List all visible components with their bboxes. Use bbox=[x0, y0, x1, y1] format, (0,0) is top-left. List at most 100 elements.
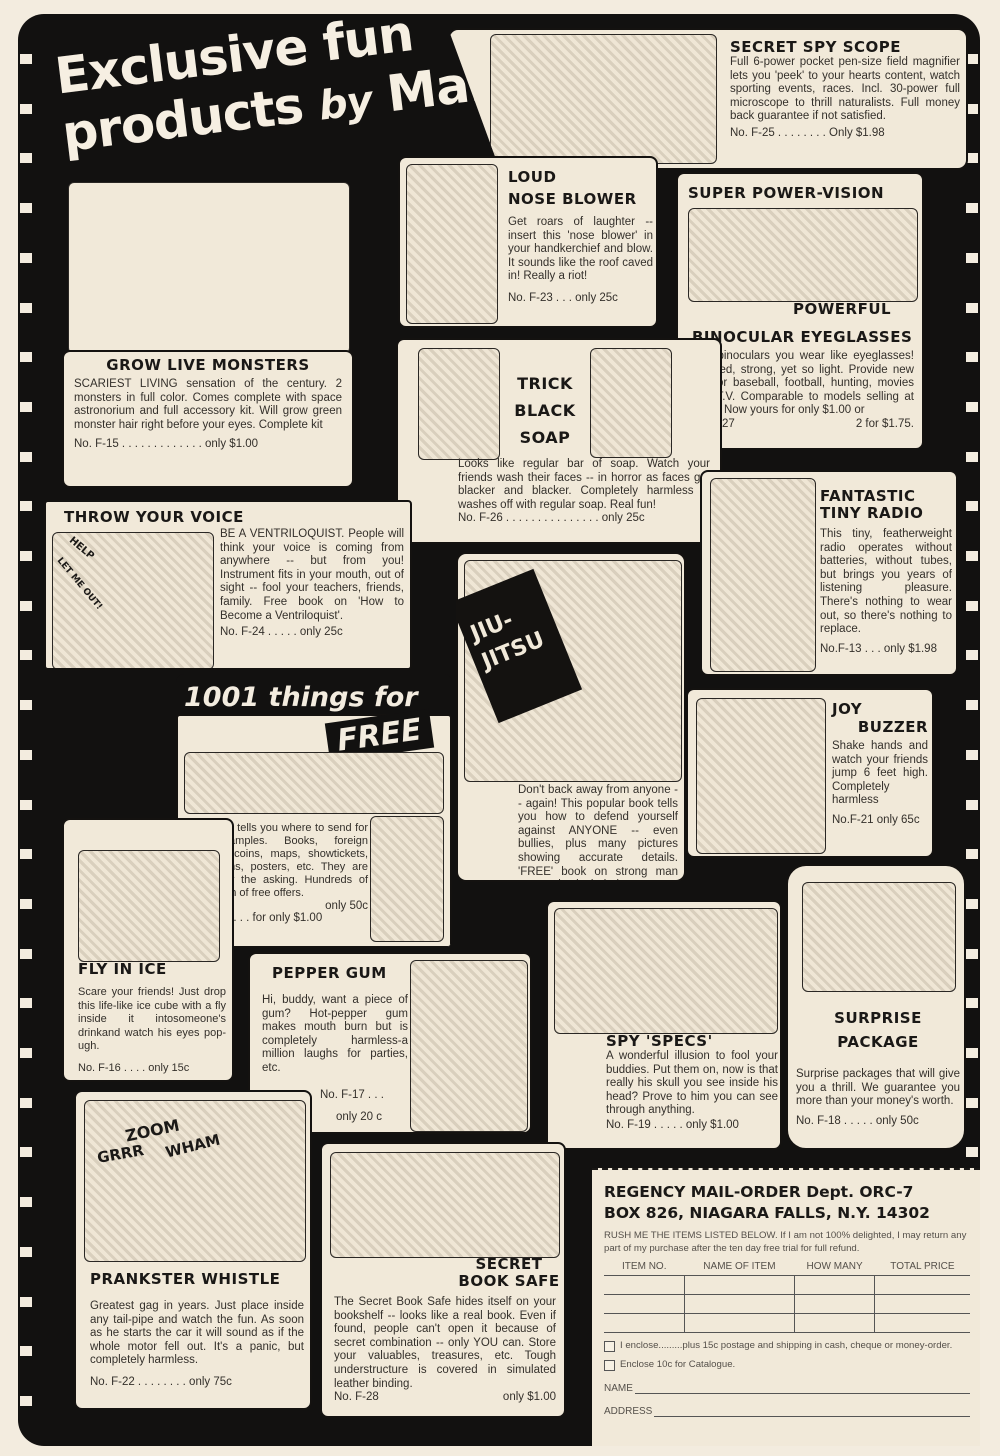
art-text-let-me-out: LET ME OUT! bbox=[54, 556, 104, 612]
name-input-line[interactable] bbox=[634, 1383, 970, 1394]
monsters-illustration bbox=[68, 182, 350, 354]
ad-trick-black-soap: TRICK BLACK SOAP Looks like regular bar … bbox=[396, 338, 722, 544]
column-name-of-item: NAME OF ITEM bbox=[684, 1259, 795, 1276]
product-description: Surprise packages that will give you a t… bbox=[796, 1068, 960, 1108]
total-price-cell[interactable] bbox=[874, 1294, 970, 1314]
jiu-jitsu-illustration: JIU-JITSU bbox=[458, 560, 682, 782]
product-price: No. F-19 . . . . . only $1.00 bbox=[606, 1118, 739, 1131]
product-title-2: BINOCULAR EYEGLASSES bbox=[692, 328, 913, 346]
enclose-payment-checkbox[interactable] bbox=[604, 1341, 615, 1352]
left-notch-strip bbox=[20, 54, 32, 1406]
spy-specs-illustration bbox=[554, 908, 778, 1034]
product-description: BE A VENTRILOQUIST. People will think yo… bbox=[220, 528, 404, 622]
product-title: THROW YOUR VOICE bbox=[64, 508, 244, 526]
order-row[interactable] bbox=[604, 1313, 970, 1333]
address-field[interactable]: ADDRESS bbox=[604, 1406, 970, 1417]
product-title: PEPPER GUM bbox=[272, 964, 387, 982]
product-title-line2: BOOK SAFE bbox=[458, 1272, 560, 1290]
product-title-line1: SURPRISE bbox=[834, 1009, 922, 1027]
item-name-cell[interactable] bbox=[684, 1294, 795, 1314]
ice-cube-illustration bbox=[78, 850, 220, 962]
column-item-no: ITEM NO. bbox=[604, 1259, 685, 1276]
binocular-glasses-illustration bbox=[688, 208, 918, 302]
catalogue-option[interactable]: Enclose 10c for Catalogue. bbox=[604, 1359, 970, 1371]
product-description: This tiny, featherweight radio operates … bbox=[820, 528, 952, 636]
quantity-cell[interactable] bbox=[794, 1275, 876, 1295]
product-price-alt: 2 for $1.75. bbox=[855, 417, 914, 430]
product-price: No. F-18 . . . . . only 50c bbox=[796, 1114, 919, 1127]
address-label: ADDRESS bbox=[604, 1406, 653, 1417]
product-title-line1: JOY bbox=[832, 700, 863, 718]
product-description: Hi, buddy, want a piece of gum? Hot-pepp… bbox=[262, 994, 408, 1074]
product-title-line2: NOSE BLOWER bbox=[508, 190, 637, 208]
product-description: Looks like regular bar of soap. Watch yo… bbox=[458, 458, 710, 511]
company-name: REGENCY MAIL-ORDER Dept. ORC-7 bbox=[604, 1183, 914, 1201]
product-description: Full 6-power pocket pen-size field magni… bbox=[730, 56, 960, 123]
nose-blower-illustration bbox=[406, 164, 498, 324]
order-table: ITEM NO. NAME OF ITEM HOW MANY TOTAL PRI… bbox=[604, 1259, 970, 1333]
joy-buzzer-illustration bbox=[696, 698, 826, 854]
order-row[interactable] bbox=[604, 1294, 970, 1314]
name-field[interactable]: NAME bbox=[604, 1383, 970, 1394]
ad-pepper-gum: PEPPER GUM Hi, buddy, want a piece of gu… bbox=[248, 952, 532, 1134]
product-description: Greatest gag in years. Just place inside… bbox=[90, 1300, 304, 1367]
free-samples-illustration bbox=[184, 752, 444, 814]
car-illustration: ZOOM GRRR WHAM bbox=[84, 1100, 306, 1262]
item-no-cell[interactable] bbox=[604, 1313, 686, 1333]
name-label: NAME bbox=[604, 1383, 633, 1394]
ad-fly-in-ice: FLY IN ICE Scare your friends! Just drop… bbox=[62, 818, 234, 1082]
product-description: Don't back away from anyone -- again! Th… bbox=[518, 784, 678, 880]
product-title: SECRET SPY SCOPE bbox=[730, 38, 901, 56]
book-title: JIU-JITSU bbox=[467, 607, 549, 675]
product-price-right: only $1.00 bbox=[502, 1391, 556, 1404]
catalogue-label: Enclose 10c for Catalogue. bbox=[620, 1359, 736, 1370]
product-price-amount: only 20 c bbox=[336, 1111, 383, 1123]
item-no-cell[interactable] bbox=[604, 1294, 686, 1314]
product-title-line1: LOUD bbox=[508, 168, 557, 186]
product-price: No. F-24 . . . . . only 25c bbox=[220, 626, 343, 639]
radio-illustration bbox=[710, 478, 816, 672]
total-price-cell[interactable] bbox=[874, 1313, 970, 1333]
product-price: No. F-25 . . . . . . . . Only $1.98 bbox=[730, 126, 885, 139]
product-title-line2: TINY RADIO bbox=[820, 504, 924, 522]
product-subtitle: POWERFUL bbox=[793, 300, 892, 318]
order-instructions: RUSH ME THE ITEMS LISTED BELOW. If I am … bbox=[604, 1230, 967, 1254]
ad-prankster-whistle: ZOOM GRRR WHAM PRANKSTER WHISTLE Greates… bbox=[74, 1090, 312, 1410]
order-row[interactable] bbox=[604, 1275, 970, 1295]
product-description: Get roars of laughter -- insert this 'no… bbox=[508, 216, 653, 283]
product-title-line1: FANTASTIC bbox=[820, 487, 916, 505]
product-title-line1: TRICK bbox=[517, 374, 573, 393]
ad-super-power-vision: SUPER POWER-VISION POWERFUL BINOCULAR EY… bbox=[676, 172, 924, 450]
product-description: The Secret Book Safe hides itself on you… bbox=[334, 1296, 556, 1390]
product-price: No. F-17 . . . bbox=[320, 1089, 384, 1101]
product-price: No. F-26 . . . . . . . . . . . . . . . o… bbox=[458, 512, 645, 525]
product-description: Scare your friends! Just drop this life-… bbox=[78, 986, 226, 1053]
product-title: FLY IN ICE bbox=[78, 960, 167, 978]
enclose-payment-option[interactable]: I enclose.........plus 15c postage and s… bbox=[604, 1340, 970, 1352]
product-title-line3: SOAP bbox=[519, 428, 571, 447]
item-name-cell[interactable] bbox=[684, 1275, 795, 1295]
product-title: SPY 'SPECS' bbox=[606, 1032, 713, 1050]
enclose-payment-label: I enclose.........plus 15c postage and s… bbox=[620, 1340, 953, 1351]
address-input-line[interactable] bbox=[654, 1406, 970, 1417]
ad-spy-specs: SPY 'SPECS' A wonderful illusion to fool… bbox=[546, 900, 782, 1150]
product-description: Shake hands and watch your friends jump … bbox=[832, 740, 928, 807]
total-price-cell[interactable] bbox=[874, 1275, 970, 1295]
book-safe-illustration bbox=[330, 1152, 560, 1258]
quantity-cell[interactable] bbox=[794, 1294, 876, 1314]
product-description: SCARIEST LIVING sensation of the century… bbox=[74, 378, 342, 431]
catalogue-checkbox[interactable] bbox=[604, 1360, 615, 1371]
jiu-jitsu-book-cover: JIU-JITSU bbox=[458, 568, 583, 724]
product-title-line2: PACKAGE bbox=[837, 1033, 919, 1051]
item-name-cell[interactable] bbox=[684, 1313, 795, 1333]
item-no-cell[interactable] bbox=[604, 1275, 686, 1295]
column-total-price: TOTAL PRICE bbox=[874, 1259, 970, 1276]
coins-map-illustration bbox=[370, 816, 444, 942]
column-how-many: HOW MANY bbox=[794, 1259, 875, 1276]
product-price-right: only 50c bbox=[325, 900, 368, 912]
quantity-cell[interactable] bbox=[794, 1313, 876, 1333]
product-title-line2: BLACK bbox=[514, 401, 576, 420]
ad-surprise-package: SURPRISE PACKAGE Surprise packages that … bbox=[786, 864, 966, 1150]
product-description: A wonderful illusion to fool your buddie… bbox=[606, 1050, 778, 1117]
